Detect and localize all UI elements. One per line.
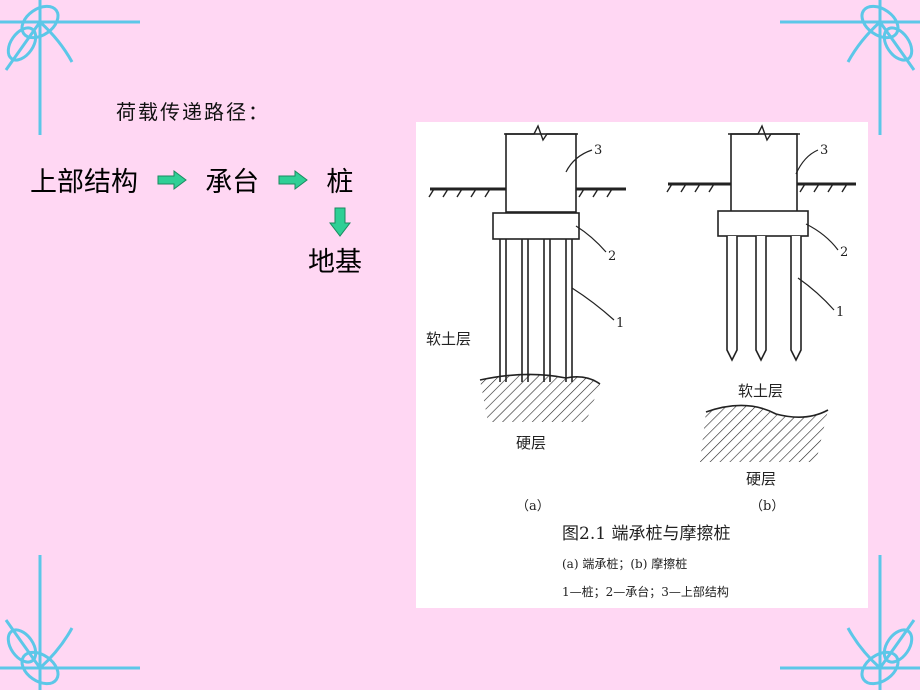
label-hard-layer-b: 硬层 bbox=[746, 470, 776, 488]
hard-layer-b bbox=[700, 405, 828, 462]
subfigure-label-b: （b） bbox=[750, 499, 784, 514]
pile-b3 bbox=[790, 236, 802, 362]
hard-layer-a bbox=[480, 374, 600, 422]
superstructure-column-a bbox=[505, 133, 577, 213]
corner-ribbon-top-left-icon bbox=[0, 0, 140, 135]
pile-diagram-figure: 3 2 1 软土层 硬层 3 2 1 软土层 硬层 （a） （b） 图2.1 端… bbox=[416, 122, 868, 608]
label-num2-a: 2 bbox=[608, 249, 616, 264]
down-arrow-icon bbox=[329, 207, 351, 237]
label-num3-b: 3 bbox=[820, 143, 828, 158]
figure-legend-1: (a) 端承桩；(b) 摩擦桩 bbox=[562, 556, 687, 571]
figure-caption: 图2.1 端承桩与摩擦桩 bbox=[562, 524, 730, 544]
right-arrow-icon bbox=[157, 169, 187, 190]
superstructure-column-b bbox=[730, 133, 798, 213]
flow-step-foundation: 地基 bbox=[308, 247, 362, 278]
corner-ribbon-bottom-left-icon bbox=[0, 555, 140, 690]
label-hard-layer-a: 硬层 bbox=[516, 434, 546, 452]
pile-b1 bbox=[726, 236, 738, 362]
corner-ribbon-bottom-right-icon bbox=[780, 555, 920, 690]
label-num3-a: 3 bbox=[594, 143, 602, 158]
label-soft-soil-a: 软土层 bbox=[426, 330, 471, 348]
label-num2-b: 2 bbox=[840, 245, 848, 260]
subfigure-label-a: （a） bbox=[516, 499, 550, 514]
flow-step-pile-cap: 承台 bbox=[205, 167, 260, 198]
diagram-a bbox=[428, 124, 626, 422]
label-num1-a: 1 bbox=[616, 316, 624, 331]
flow-step-superstructure: 上部结构 bbox=[30, 167, 138, 198]
diagram-b bbox=[666, 124, 856, 462]
pile-cap-a bbox=[492, 212, 580, 240]
figure-legend-2: 1—桩；2—承台；3—上部结构 bbox=[562, 584, 729, 599]
flow-step-pile: 桩 bbox=[326, 167, 354, 198]
right-arrow-icon bbox=[278, 169, 308, 190]
pile-b2 bbox=[755, 236, 767, 362]
label-num1-b: 1 bbox=[836, 305, 844, 320]
corner-ribbon-top-right-icon bbox=[780, 0, 920, 135]
load-path-flow: 上部结构 承台 桩 bbox=[30, 160, 353, 199]
slide-title: 荷载传递路径： bbox=[116, 100, 270, 124]
label-soft-soil-b: 软土层 bbox=[738, 382, 783, 400]
pile-diagram: 3 2 1 软土层 硬层 3 2 1 软土层 硬层 （a） （b） 图2.1 端… bbox=[426, 124, 856, 599]
pile-cap-b bbox=[717, 210, 809, 237]
